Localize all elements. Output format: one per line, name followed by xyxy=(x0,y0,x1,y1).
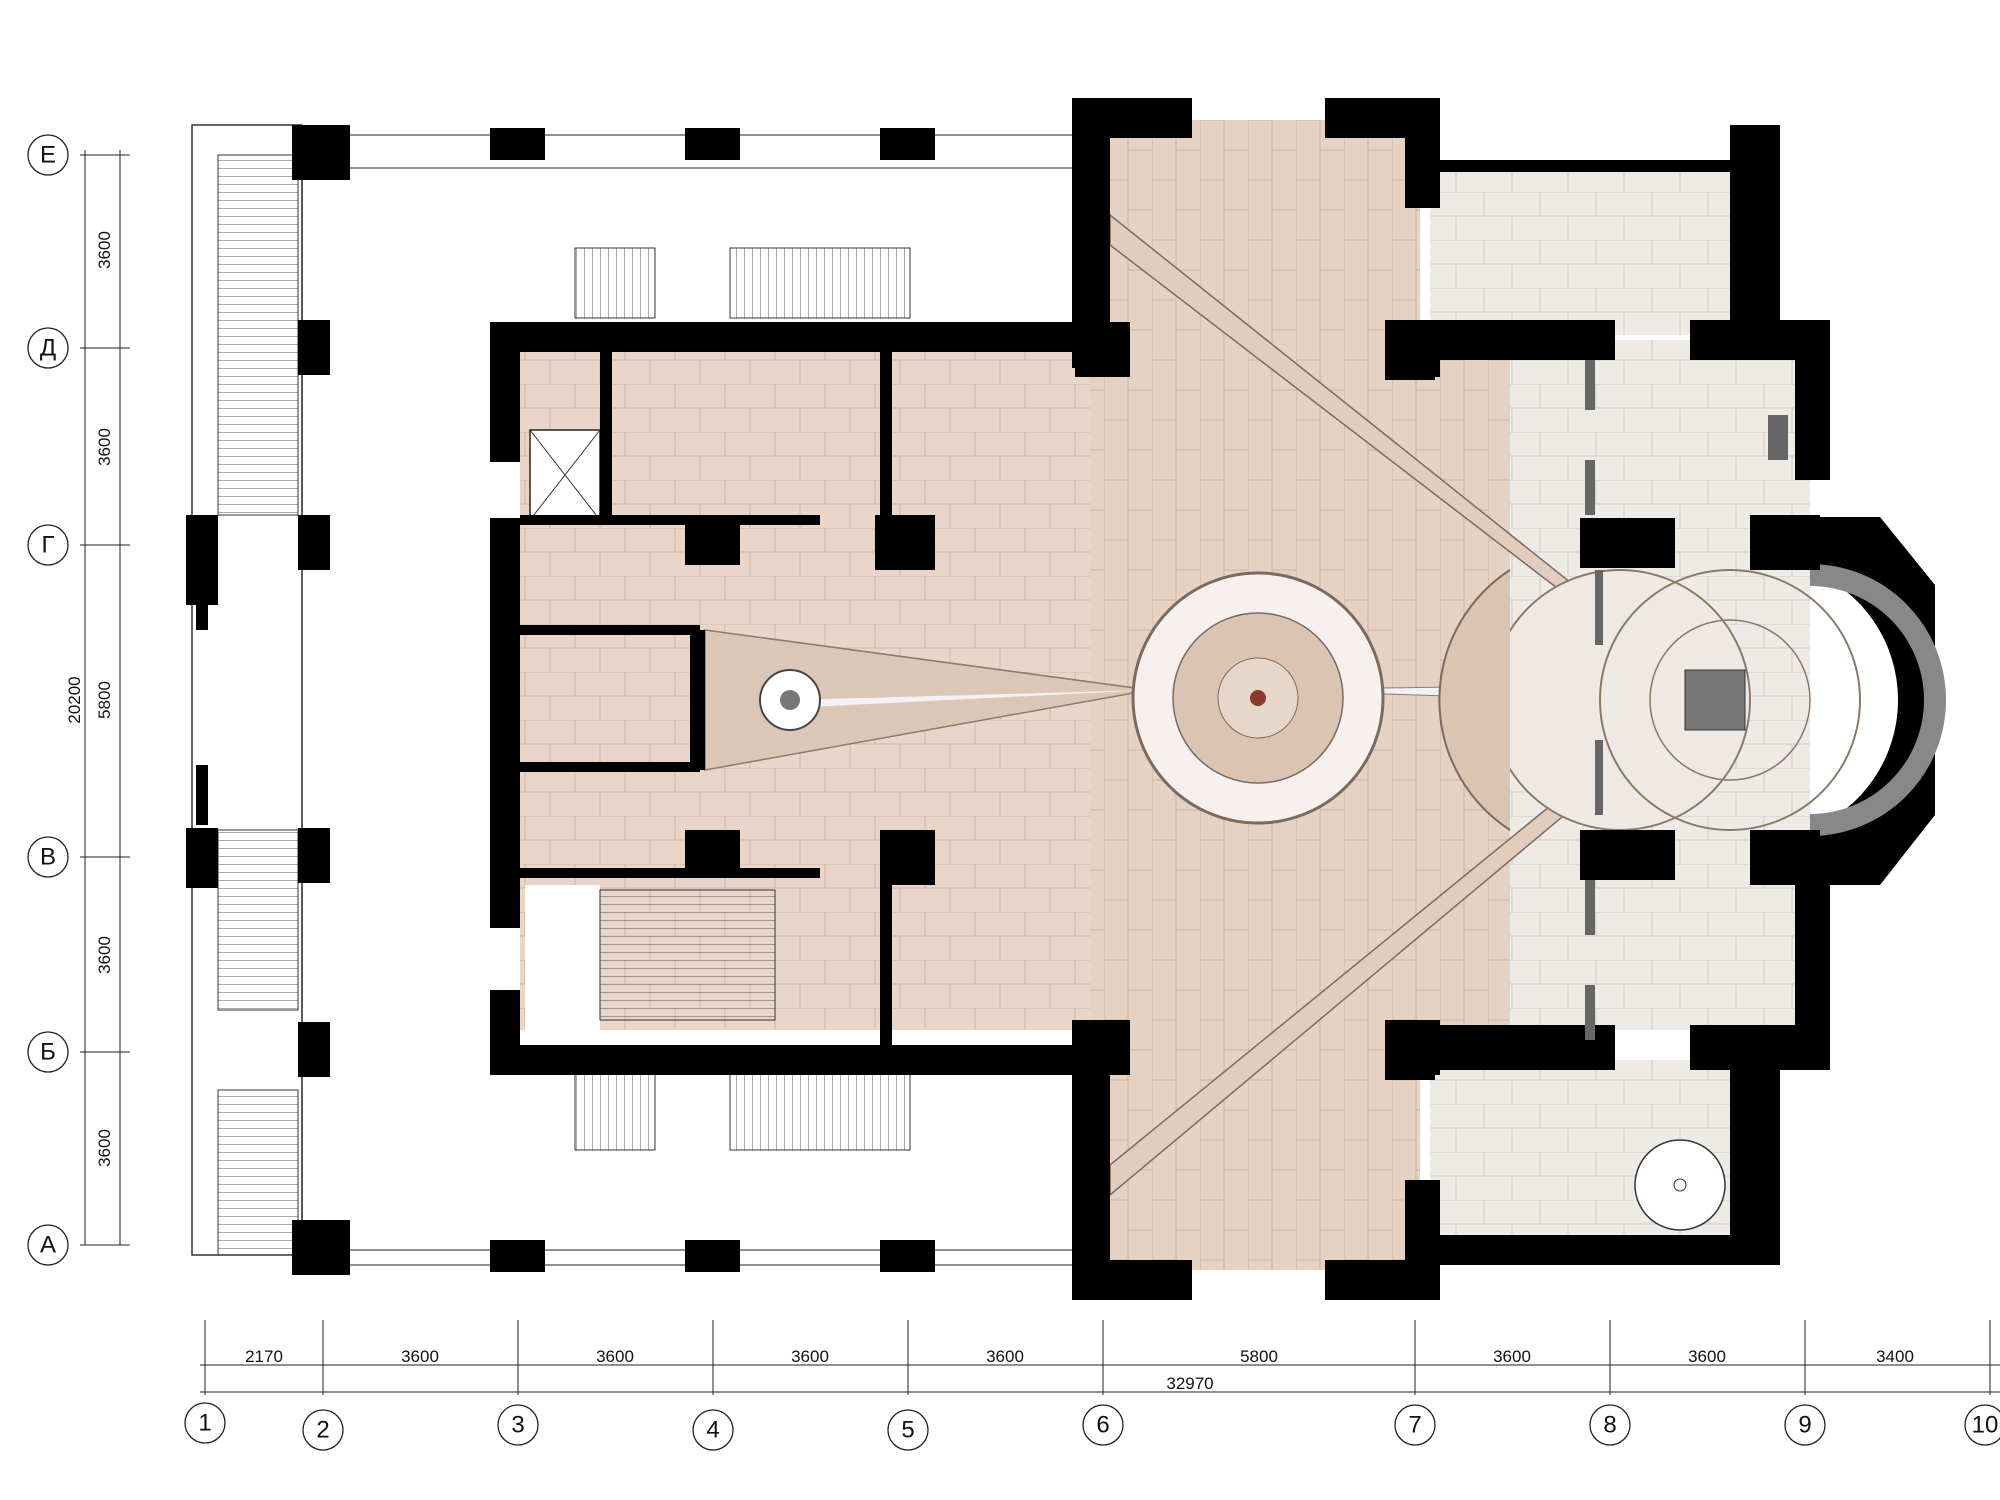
dim-v-4: 3600 xyxy=(95,936,114,974)
column-axis-label: 10 xyxy=(1972,1412,1999,1439)
dim-h-total: 32970 xyxy=(1166,1374,1213,1393)
horizontal-dimension-lines xyxy=(200,1320,2000,1395)
row-axis-label: В xyxy=(40,844,56,871)
stair-north-east xyxy=(729,247,911,319)
west-stair-south xyxy=(217,829,299,1011)
column-axis-markers xyxy=(184,1402,2000,1451)
column-axis-label: 7 xyxy=(1408,1412,1421,1439)
column-axis-label: 5 xyxy=(901,1417,914,1444)
column-axis-label: 9 xyxy=(1798,1412,1811,1439)
dim-h-1: 2170 xyxy=(245,1347,283,1366)
row-axis-label: Б xyxy=(40,1039,56,1066)
dim-h-5: 3600 xyxy=(986,1347,1024,1366)
stair-void-south xyxy=(525,885,600,1040)
column-axis-label: 4 xyxy=(706,1417,719,1444)
walls xyxy=(186,98,1830,1300)
stair-south-east xyxy=(729,1069,911,1151)
altar xyxy=(1684,669,1746,731)
west-stair-south-2 xyxy=(217,1089,299,1256)
floor-ne-room xyxy=(1430,170,1760,335)
stair-south-west xyxy=(574,1069,656,1151)
apse-ring-3 xyxy=(1649,619,1811,781)
row-axis-markers xyxy=(27,134,69,1266)
row-axis-label: А xyxy=(40,1232,56,1259)
dim-h-6: 5800 xyxy=(1240,1347,1278,1366)
vertical-dimension-lines xyxy=(80,150,130,1246)
dim-v-1: 3600 xyxy=(95,231,114,269)
floor-inlay-ray-west xyxy=(790,690,1150,708)
dim-h-3: 3600 xyxy=(596,1347,634,1366)
dim-h-9: 3400 xyxy=(1876,1347,1914,1366)
dim-h-7: 3600 xyxy=(1493,1347,1531,1366)
dim-h-2: 3600 xyxy=(401,1347,439,1366)
dim-v-total: 20200 xyxy=(65,676,84,723)
dim-h-8: 3600 xyxy=(1688,1347,1726,1366)
row-axis-label: Е xyxy=(40,142,56,169)
dim-v-5: 3600 xyxy=(95,1129,114,1167)
stair-north-west xyxy=(574,247,656,319)
row-axis-label: Д xyxy=(40,335,56,362)
apse-arc-west xyxy=(1438,569,1511,831)
column-axis-label: 3 xyxy=(511,1412,524,1439)
dim-v-2: 3600 xyxy=(95,428,114,466)
stair-inner-south xyxy=(599,889,776,1021)
column-axis-label: 1 xyxy=(198,1410,211,1437)
column-axis-label: 2 xyxy=(316,1417,329,1444)
row-axis-label: Г xyxy=(42,532,55,559)
column-axis-label: 8 xyxy=(1603,1412,1616,1439)
west-stair-north xyxy=(217,154,299,516)
dim-h-4: 3600 xyxy=(791,1347,829,1366)
column-axis-label: 6 xyxy=(1096,1412,1109,1439)
apse-ring-2 xyxy=(1599,569,1861,831)
dim-v-3: 5800 xyxy=(95,681,114,719)
